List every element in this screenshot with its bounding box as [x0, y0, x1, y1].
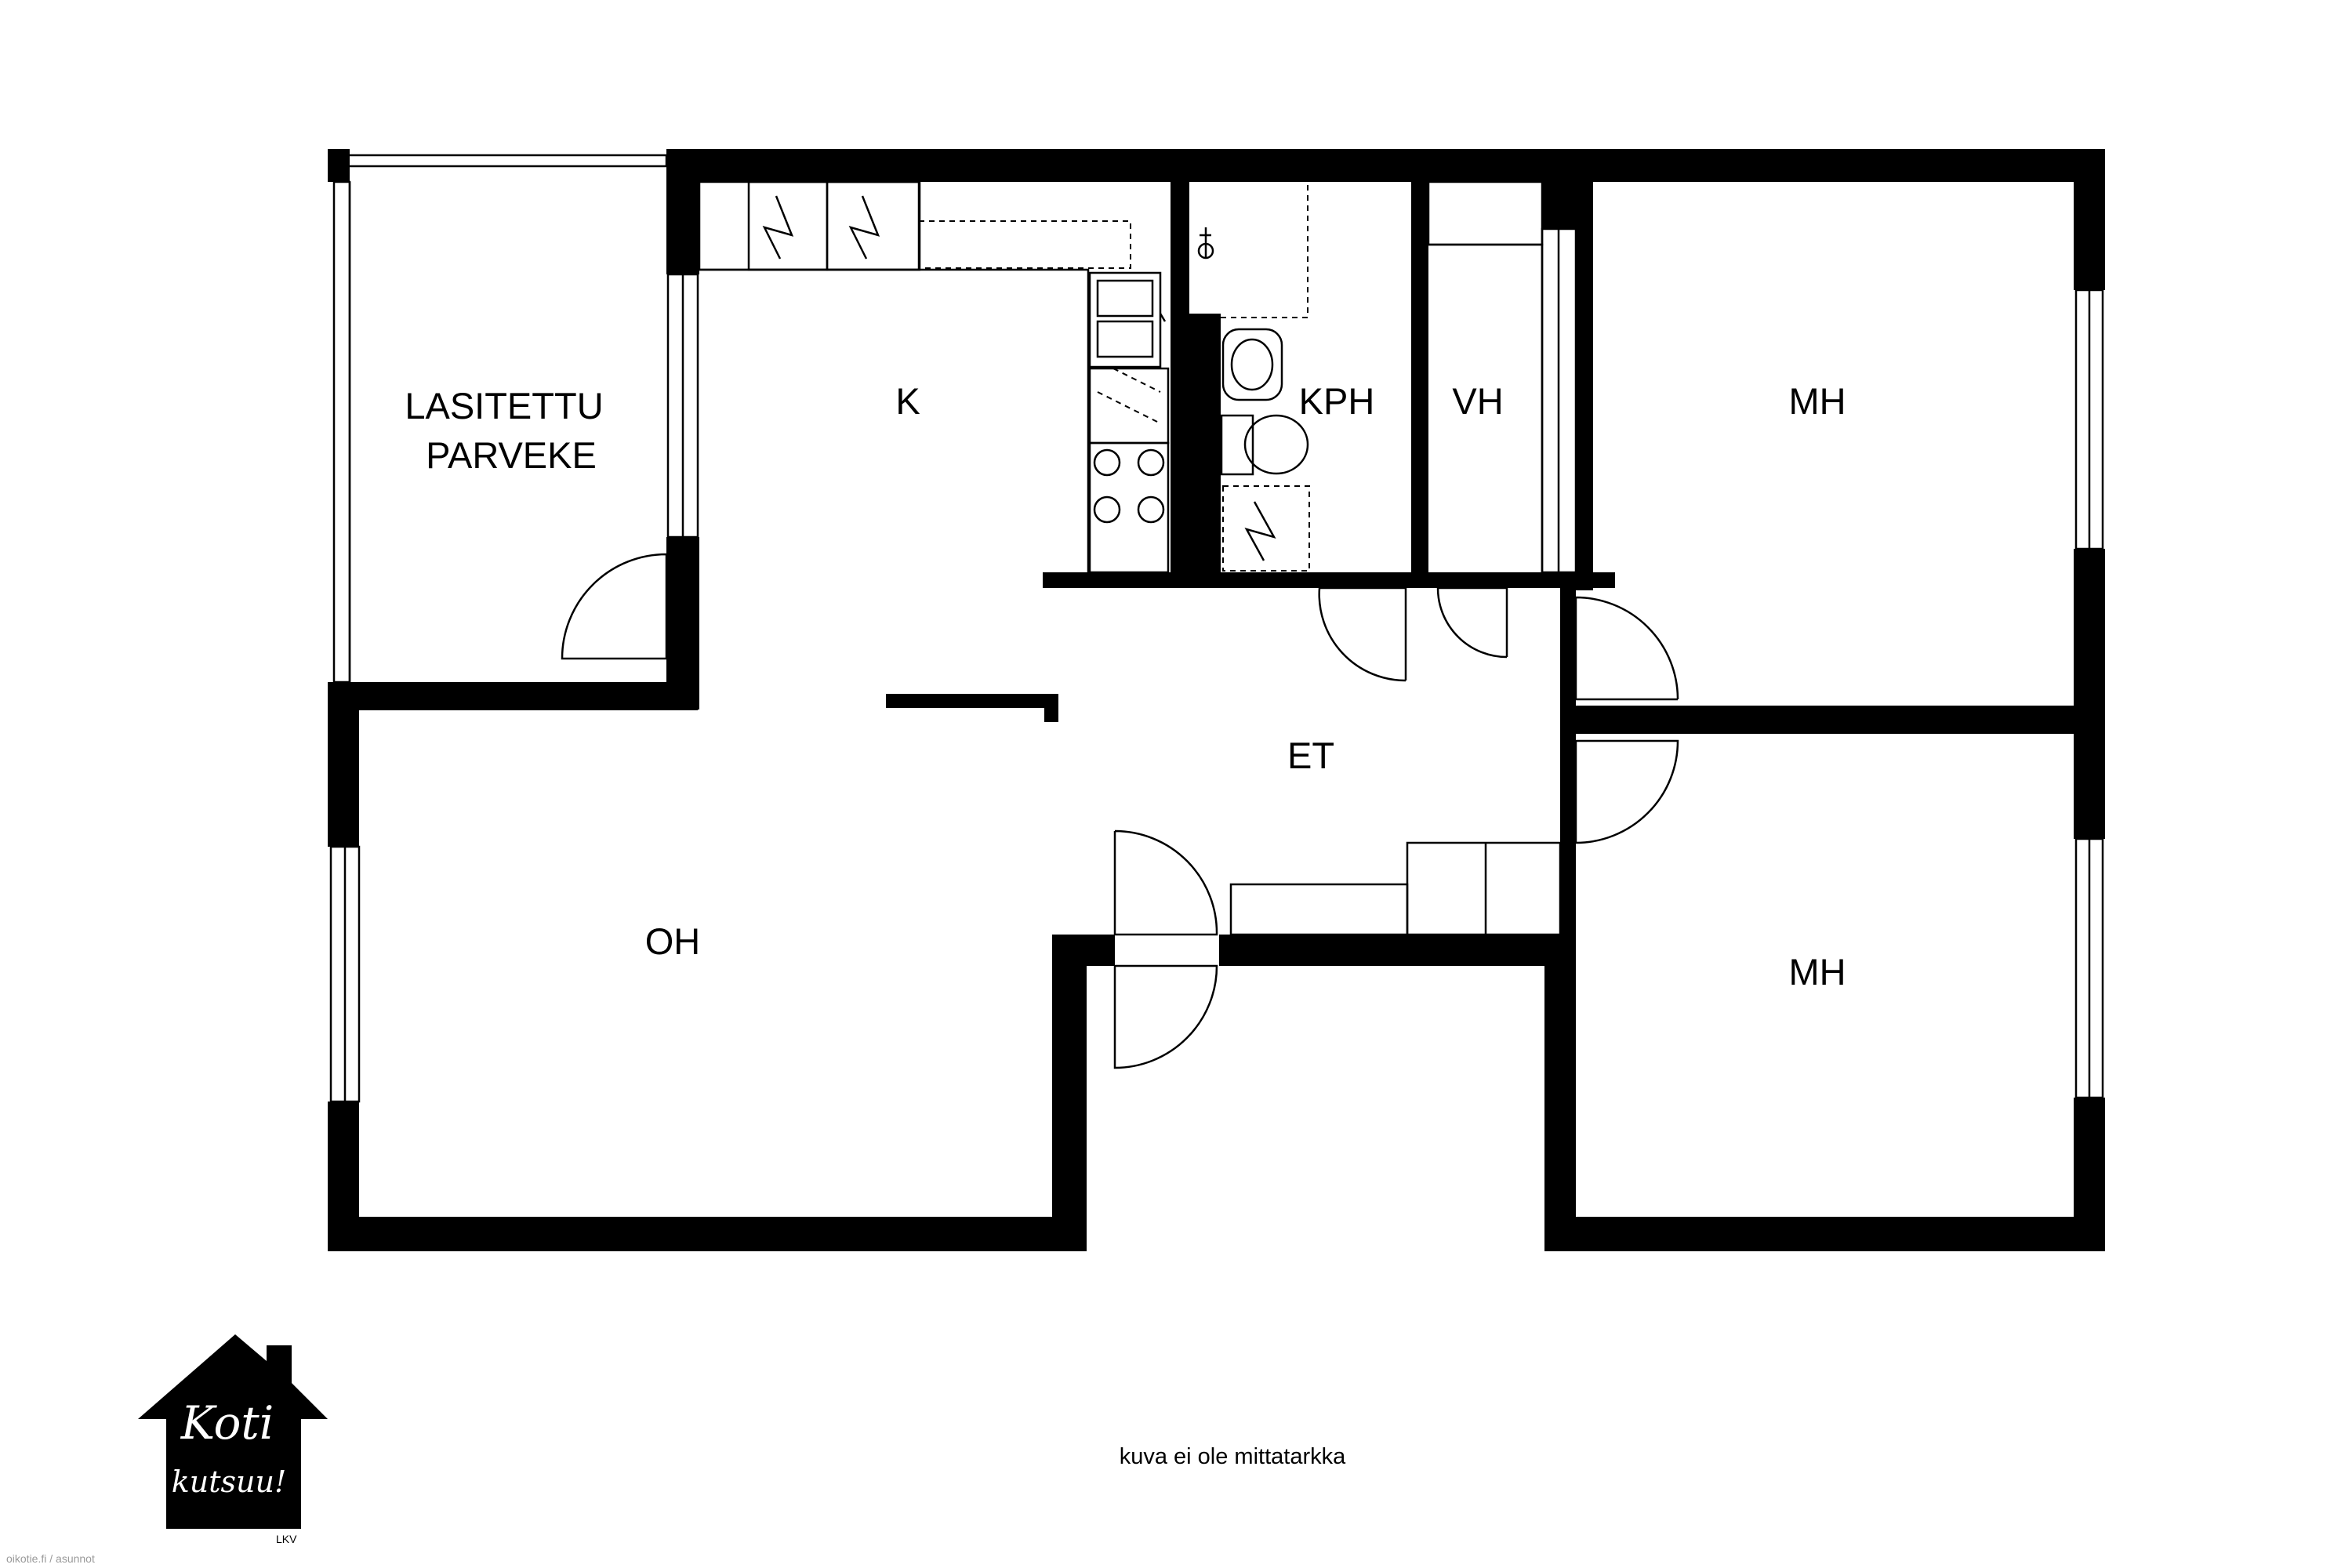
logo-text-1: Koti — [180, 1396, 274, 1450]
bedroom-bottom-door — [1574, 739, 1679, 844]
bathroom-fixtures — [1190, 182, 1310, 572]
logo-text-2: kutsuu! — [172, 1465, 287, 1499]
label-bedroom-bottom: MH — [1788, 951, 1846, 993]
doors — [1113, 586, 1679, 1069]
label-living: OH — [645, 920, 701, 962]
label-balcony-1: LASITETTU — [405, 385, 603, 426]
label-balcony-2: PARVEKE — [426, 434, 597, 476]
wardrobe-door — [1436, 587, 1508, 659]
kitchen-fixtures — [698, 180, 1170, 574]
room-labels: LASITETTU PARVEKE K KPH VH MH ET OH MH — [405, 380, 1846, 993]
balcony-door — [561, 553, 668, 660]
logo-tag: LKV — [276, 1533, 297, 1545]
front-door-outer — [1113, 829, 1218, 936]
label-wardrobe: VH — [1452, 380, 1503, 422]
watermark: oikotie.fi / asunnot — [6, 1552, 95, 1565]
logo: Koti kutsuu! LKV — [138, 1334, 328, 1545]
hall-fixtures — [1229, 841, 1562, 936]
windows — [329, 289, 2104, 1103]
walls — [328, 149, 2105, 1251]
label-bathroom: KPH — [1299, 380, 1375, 422]
bedroom-top-door — [1574, 596, 1679, 701]
bathroom-door — [1318, 587, 1407, 682]
front-door-inner — [1113, 964, 1218, 1069]
label-hall: ET — [1287, 735, 1334, 776]
wardrobe-fixtures — [1427, 180, 1577, 574]
label-bedroom-top: MH — [1788, 380, 1846, 422]
scale-disclaimer: kuva ei ole mittatarkka — [1120, 1444, 1346, 1469]
label-kitchen: K — [895, 380, 920, 422]
balcony — [332, 154, 699, 684]
